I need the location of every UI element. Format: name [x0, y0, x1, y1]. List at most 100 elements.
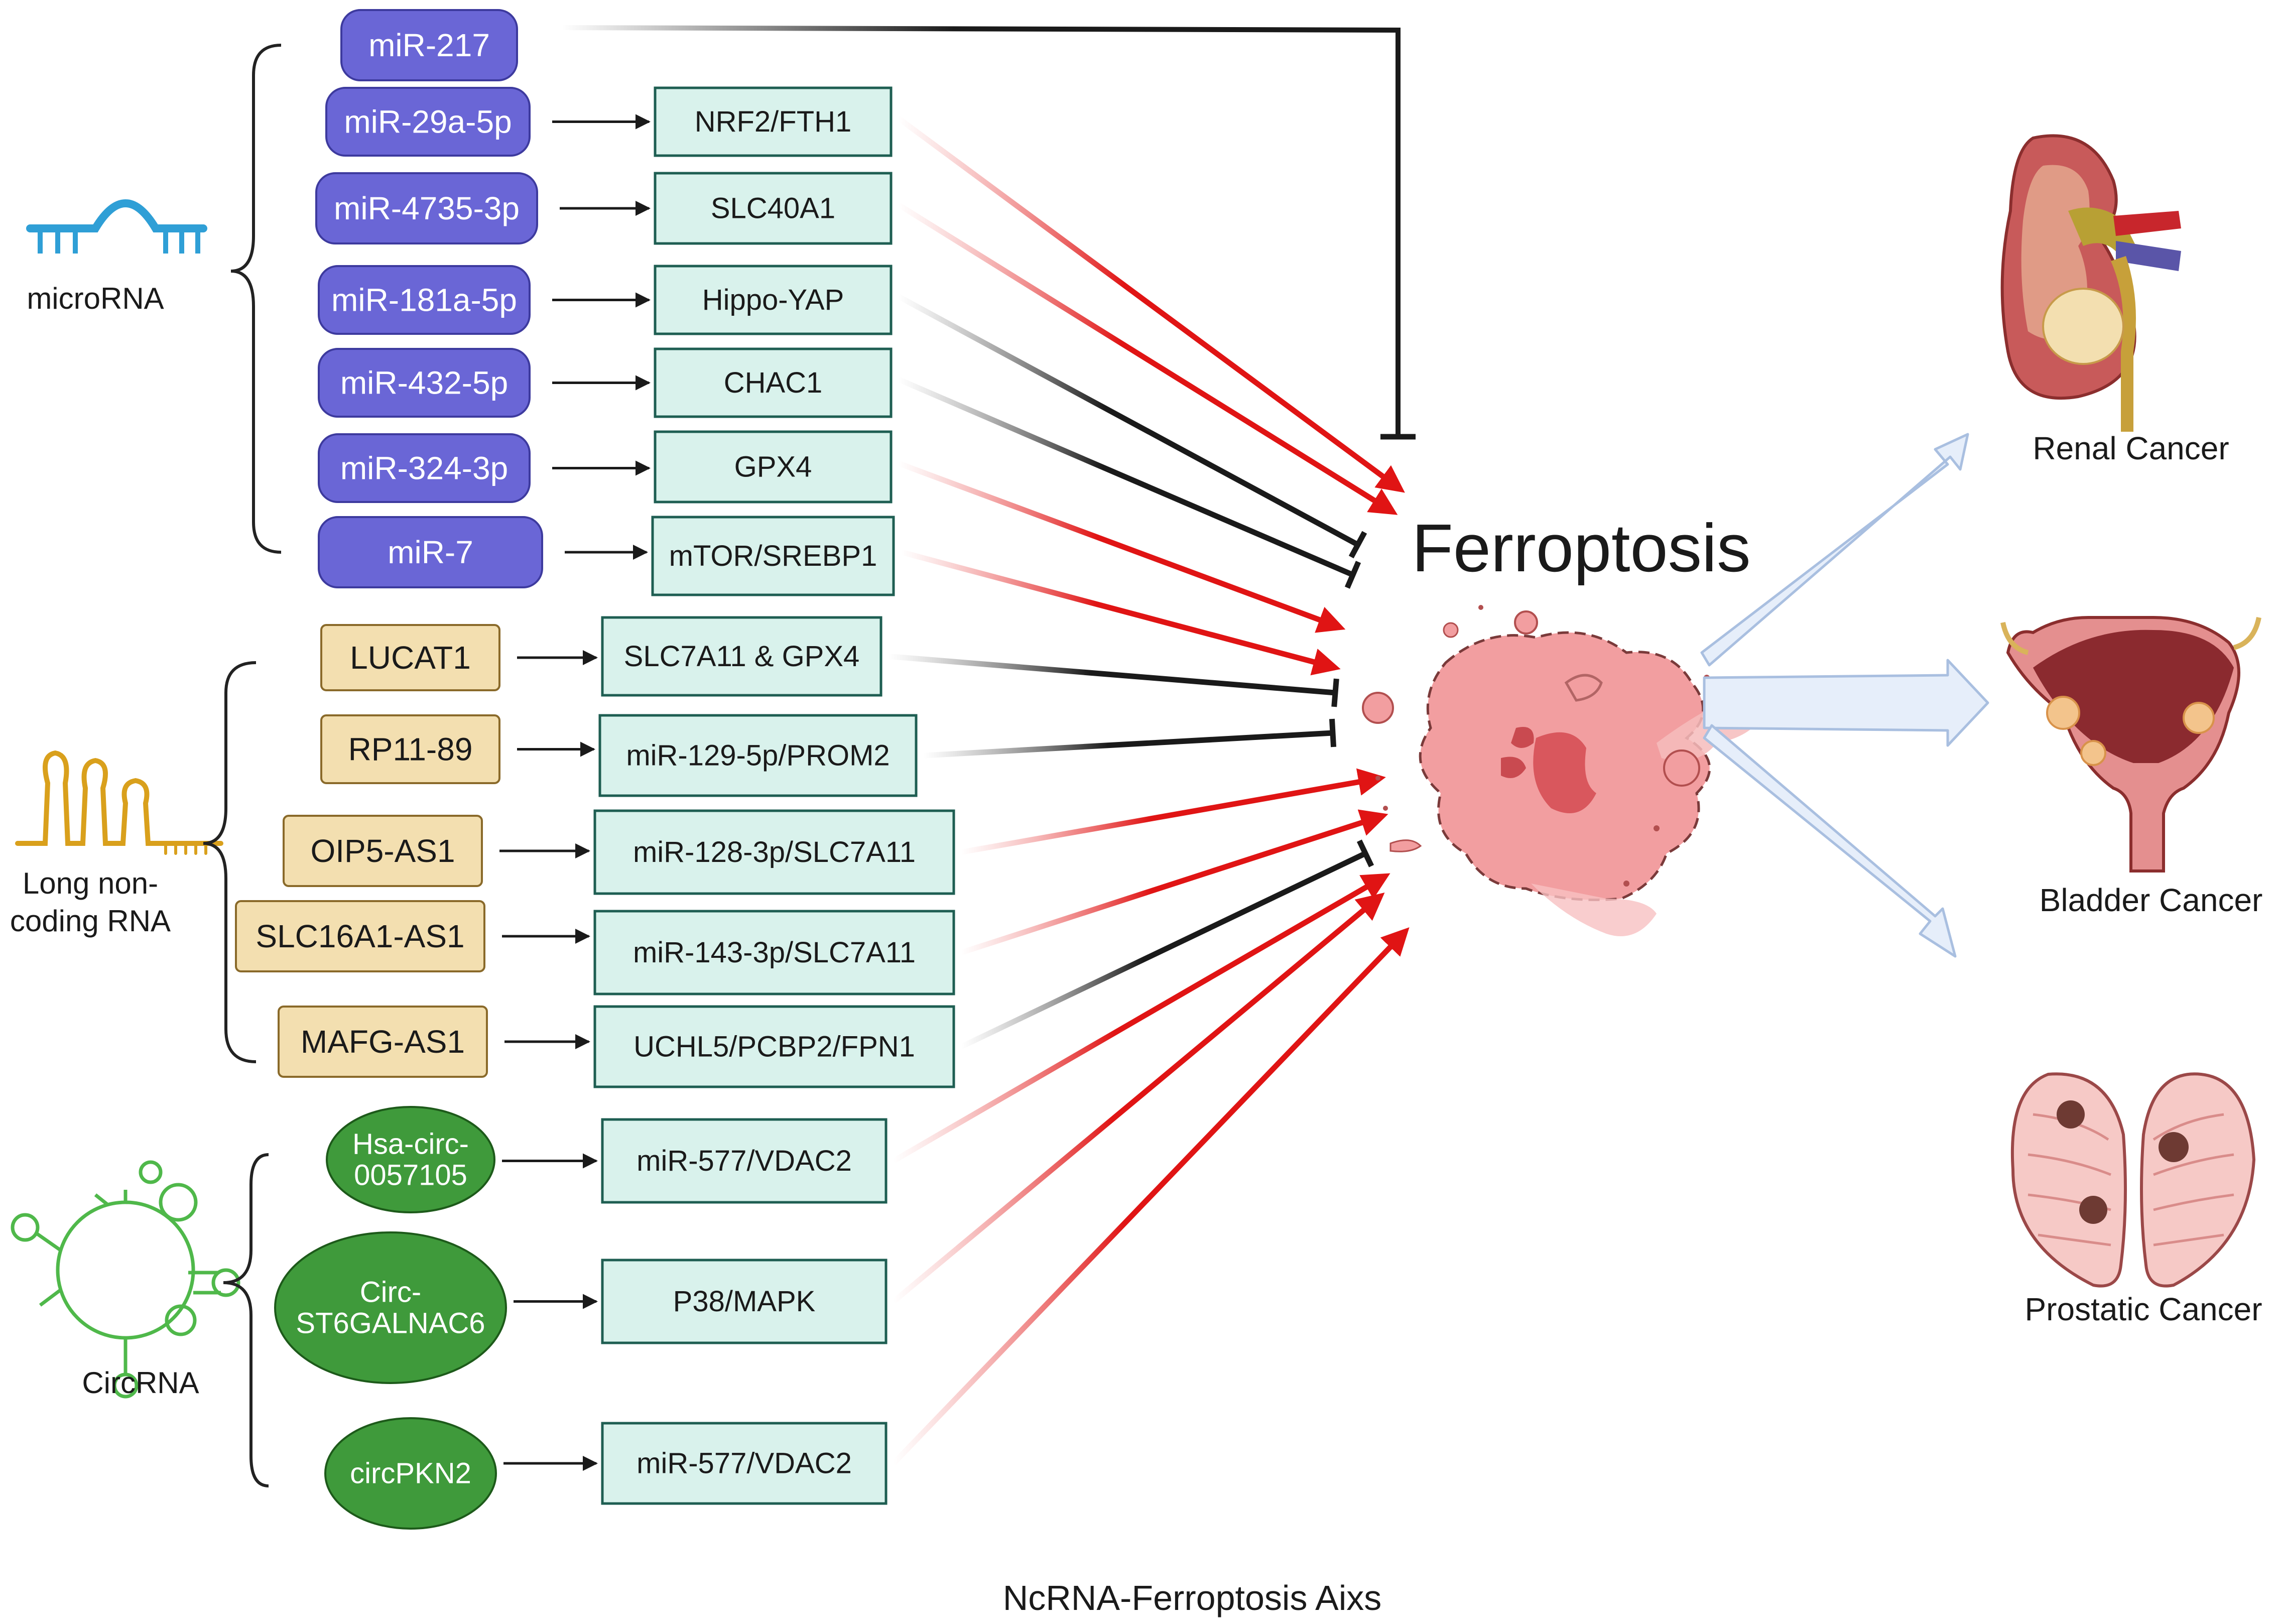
lncrna-connector-4-line [960, 851, 1367, 1049]
microrna-bracket [230, 44, 282, 554]
mirna-connector-3-line [897, 294, 1359, 547]
lncrna-target-label-4: UCHL5/PCBP2/FPN1 [634, 1031, 915, 1063]
mirna-target-box-6 [651, 516, 895, 596]
lncrna-connector-2 [961, 768, 1386, 855]
mirna-connector-0-line [562, 25, 1401, 437]
circrna-connector-0-line [892, 873, 1390, 1164]
circrna-node-0 [326, 1106, 495, 1213]
lncrna-label-line1: Long non- [23, 866, 158, 900]
mirna-label-1: miR-29a-5p [344, 104, 512, 140]
target-connectors [562, 25, 1416, 1465]
bladder-illustration [2000, 616, 2261, 872]
bladder-cancer-label: Bladder Cancer [2040, 882, 2263, 918]
mirna-connector-6-line [900, 549, 1341, 676]
lncrna-connector-1-bar [1329, 718, 1337, 747]
mirna-target-label-6: mTOR/SREBP1 [669, 540, 877, 572]
mirna-label-5: miR-324-3p [340, 450, 508, 486]
lncrna-target-box-2 [593, 809, 955, 895]
circrna-bracket [223, 1153, 269, 1487]
microrna-label: microRNA [27, 282, 164, 315]
lncrna-connector-3-line [960, 809, 1388, 955]
mirna-connector-4 [897, 377, 1361, 589]
mirna-target-box-4 [654, 347, 893, 418]
mirna-connector-4-line [897, 377, 1354, 578]
mirna-label-3: miR-181a-5p [331, 282, 517, 318]
prostatic-cancer-label: Prostatic Cancer [2024, 1291, 2262, 1327]
mirna-target-box-3 [654, 265, 893, 335]
renal-cancer-label: Renal Cancer [2033, 430, 2229, 466]
lncrna-target-label-0: SLC7A11 & GPX4 [624, 640, 860, 673]
source-to-target-arrows [499, 114, 651, 1471]
mirna-connector-1-line [897, 116, 1405, 493]
microrna-group: miR-217 miR-29a-5p NRF2/FTH1 miR-4735-3p SLC… [315, 9, 895, 596]
lncrna-node-1 [320, 714, 500, 784]
mirna-node-0 [340, 9, 518, 81]
figure-caption: NcRNA-Ferroptosis Aixs [1003, 1578, 1382, 1617]
circrna-target-box-1 [601, 1259, 888, 1344]
mirna-connector-3-bar [1348, 531, 1367, 559]
lncrna-connector-3 [960, 809, 1388, 955]
circrna-connector-0 [892, 873, 1390, 1164]
microrna-icon [26, 199, 207, 254]
mirna-target-label-1: NRF2/FTH1 [695, 105, 852, 138]
circrna-node-2 [324, 1417, 497, 1530]
mirna-label-6: miR-7 [388, 534, 473, 570]
circrna-label: CircRNA [82, 1366, 199, 1400]
mirna-target-label-4: CHAC1 [724, 366, 823, 399]
circrna-label-1-line-1: ST6GALNAC6 [296, 1307, 485, 1340]
lncrna-node-0 [320, 624, 500, 691]
mirna-connector-5 [898, 460, 1346, 633]
outcome-arrows [1700, 433, 1989, 958]
mirna-node-4 [318, 348, 531, 418]
mirna-node-3 [318, 265, 531, 335]
lncrna-label-0: LUCAT1 [350, 640, 471, 676]
lncrna-connector-0-bar [1331, 678, 1339, 707]
lncrna-connector-4-bar [1356, 839, 1374, 867]
mirna-target-label-3: Hippo-YAP [702, 284, 844, 316]
mirna-connector-2-line [897, 202, 1398, 515]
mirna-label-4: miR-432-5p [340, 365, 508, 401]
mirna-target-box-2 [654, 172, 893, 245]
mirna-target-label-2: SLC40A1 [711, 192, 835, 225]
circrna-connector-1-line [892, 892, 1385, 1304]
mirna-connector-3 [897, 294, 1367, 559]
lncrna-target-box-3 [593, 910, 955, 995]
mirna-node-5 [318, 433, 531, 503]
lncrna-label-line2: coding RNA [10, 904, 171, 938]
mirna-label-0: miR-217 [368, 27, 490, 63]
circrna-connector-1 [892, 892, 1385, 1304]
lncrna-target-label-3: miR-143-3p/SLC7A11 [633, 936, 916, 969]
lncrna-connector-1-line [923, 730, 1333, 759]
lncrna-connector-1 [923, 718, 1337, 759]
circrna-label-1-line-0: Circ- [360, 1276, 421, 1309]
circrna-target-label-0: miR-577/VDAC2 [637, 1145, 852, 1177]
mirna-target-box-1 [654, 86, 893, 157]
prostate-illustration [2010, 1072, 2256, 1288]
lncrna-node-4 [278, 1006, 488, 1078]
lncrna-connector-4 [960, 839, 1374, 1049]
lncrna-node-3 [235, 900, 485, 972]
lncrna-target-box-0 [601, 616, 882, 697]
mirna-connector-4-bar [1344, 561, 1361, 589]
circrna-target-box-0 [601, 1118, 888, 1204]
lncrna-label-1: RP11-89 [348, 731, 473, 768]
lncrna-target-label-1: miR-129-5p/PROM2 [626, 739, 890, 772]
circrna-icon [11, 1160, 240, 1399]
circrna-label-0-line-0: Hsa-circ- [352, 1128, 469, 1161]
mirna-target-label-5: GPX4 [734, 451, 812, 483]
circrna-label-2-line-0: circPKN2 [350, 1457, 471, 1490]
mirna-node-1 [325, 87, 531, 157]
circrna-connector-2-line [892, 927, 1410, 1465]
mirna-label-2: miR-4735-3p [334, 190, 520, 226]
lncrna-connector-0 [888, 654, 1339, 707]
mirna-target-box-5 [654, 430, 893, 504]
lncrna-icon [15, 750, 223, 855]
circrna-target-label-1: P38/MAPK [673, 1285, 816, 1318]
lncrna-label-3: SLC16A1-AS1 [256, 918, 464, 954]
mirna-connector-1 [897, 116, 1405, 493]
lncrna-target-box-1 [598, 714, 918, 797]
lncrna-label-4: MAFG-AS1 [301, 1024, 465, 1060]
kidney-illustration [2000, 134, 2181, 432]
